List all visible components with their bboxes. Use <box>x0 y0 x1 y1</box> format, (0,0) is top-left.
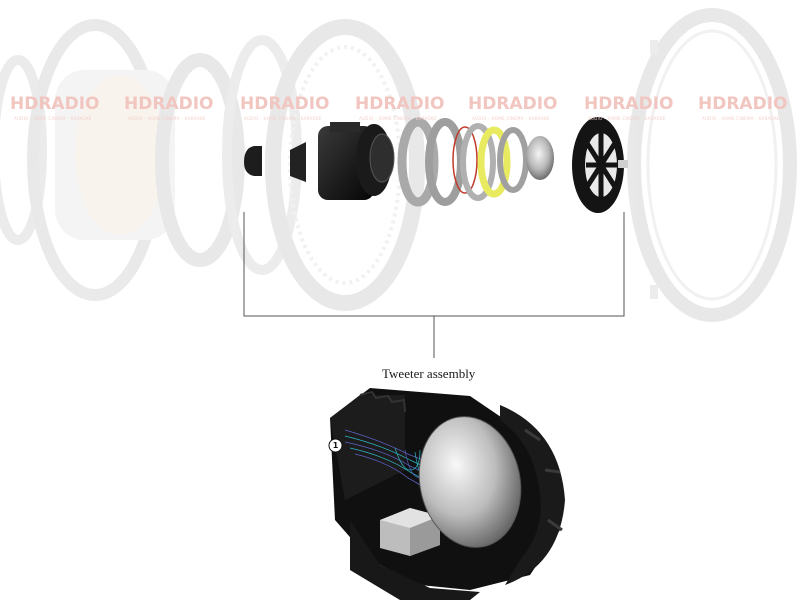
tweeter-exploded-parts <box>244 117 628 213</box>
watermark-subtext: AUDIO - HOME CINEMA - KARAOKE <box>128 116 206 121</box>
watermark-logo: HDRADIO <box>124 94 214 114</box>
watermark-logo: HDRADIO <box>10 94 100 114</box>
motor-housing <box>318 122 395 200</box>
watermark-subtext: AUDIO - HOME CINEMA - KARAOKE <box>359 116 437 121</box>
tweeter-dome <box>526 136 554 180</box>
watermark-logo: HDRADIO <box>584 94 674 114</box>
bracket-connector <box>243 212 625 358</box>
watermark-subtext: AUDIO - HOME CINEMA - KARAOKE <box>14 116 92 121</box>
callout-marker <box>328 438 343 453</box>
phase-plug <box>290 142 306 182</box>
watermark-subtext: AUDIO - HOME CINEMA - KARAOKE <box>588 116 666 121</box>
watermark-subtext: AUDIO - HOME CINEMA - KARAOKE <box>472 116 550 121</box>
rear-cap <box>244 146 262 176</box>
steel-rings <box>397 117 529 207</box>
diagram-caption: Tweeter assembly <box>382 366 476 381</box>
watermark-subtext: AUDIO - HOME CINEMA - KARAOKE <box>244 116 322 121</box>
tweeter-assembly-cutaway <box>328 388 565 600</box>
watermark-logo: HDRADIO <box>698 94 788 114</box>
watermark-logo: HDRADIO <box>240 94 330 114</box>
watermark-logo: HDRADIO <box>468 94 558 114</box>
watermark-logo: HDRADIO <box>355 94 445 114</box>
ghost-trim-ring <box>627 8 797 322</box>
callout-number: 1 <box>332 441 339 450</box>
waveguide-grille <box>572 117 628 213</box>
watermark-subtext: AUDIO - HOME CINEMA - KARAOKE <box>702 116 780 121</box>
